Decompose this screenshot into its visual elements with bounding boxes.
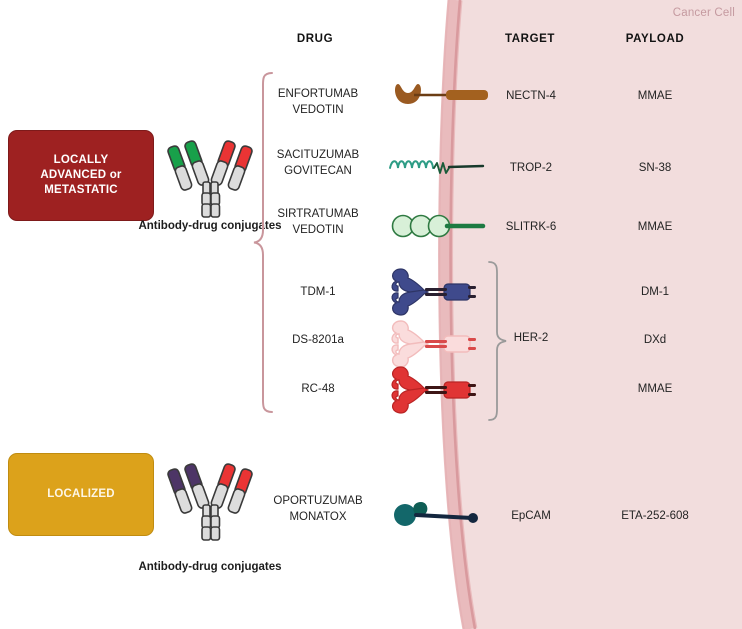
category-box-localized[interactable]: LOCALIZED <box>8 453 154 536</box>
trop2-receptor-icon <box>389 160 485 174</box>
antibody-drug-conjugate-icon-bottom <box>167 463 253 541</box>
her2-receptor-icon-red <box>391 366 476 414</box>
her2-receptor-icon-pink <box>391 320 476 368</box>
cancer-cell-label: Cancer Cell <box>672 7 735 19</box>
payload-cell-mmae-3: MMAE <box>637 383 673 395</box>
column-header-payload: PAYLOAD <box>625 33 685 45</box>
target-cell-slitrk-6: SLITRK-6 <box>505 221 557 233</box>
antibody-caption-top: Antibody-drug conjugates <box>138 220 282 232</box>
antibody-caption-bottom: Antibody-drug conjugates <box>138 561 282 573</box>
payload-cell-mmae-2: MMAE <box>637 221 673 233</box>
drug-cell-oportuzumab-monatox: OPORTUZUMAB MONATOX <box>273 495 363 523</box>
epcam-receptor-icon <box>394 502 478 526</box>
category-label-metastatic: LOCALLY ADVANCED or METASTATIC <box>40 154 122 196</box>
slitrk6-receptor-icon <box>391 214 486 238</box>
payload-cell-dm-1: DM-1 <box>640 286 670 298</box>
category-label-localized: LOCALIZED <box>47 488 115 501</box>
drug-cell-sirtratumab-vedotin: SIRTRATUMAB VEDOTIN <box>277 208 359 236</box>
drug-cell-tdm-1: TDM-1 <box>300 286 336 298</box>
payload-cell-eta-252-608: ETA-252-608 <box>621 510 689 522</box>
payload-cell-sn-38: SN-38 <box>638 162 672 174</box>
drug-group-brace <box>253 72 273 413</box>
category-box-locally-advanced-or-metastatic[interactable]: LOCALLY ADVANCED or METASTATIC <box>8 130 154 221</box>
target-cell-her-2-grouped: HER-2 <box>513 332 549 344</box>
antibody-drug-conjugate-icon-top <box>167 140 253 218</box>
column-header-drug: DRUG <box>296 33 334 45</box>
drug-cell-sacituzumab-govitecan: SACITUZUMAB GOVITECAN <box>276 149 360 177</box>
payload-cell-dxd: DXd <box>643 334 667 346</box>
drug-cell-enfortumab-vedotin: ENFORTUMAB VEDOTIN <box>277 88 359 116</box>
drug-cell-rc-48: RC-48 <box>301 383 335 395</box>
column-header-target: TARGET <box>504 33 556 45</box>
her2-receptor-icon-blue <box>391 268 476 316</box>
drug-cell-ds-8201a: DS-8201a <box>292 334 344 346</box>
payload-cell-mmae-1: MMAE <box>637 90 673 102</box>
target-cell-epcam: EpCAM <box>511 510 551 522</box>
target-cell-trop-2: TROP-2 <box>509 162 553 174</box>
nectin4-receptor-icon <box>395 84 488 104</box>
target-cell-nectn-4: NECTN-4 <box>506 90 556 102</box>
